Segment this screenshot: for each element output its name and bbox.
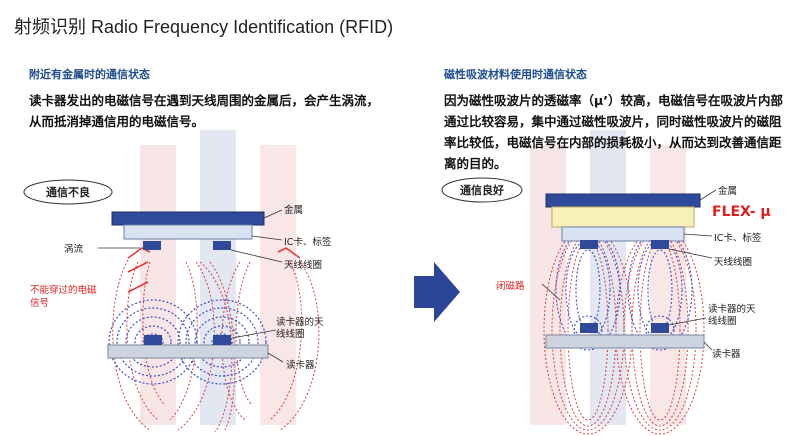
right-blue-field [555,229,693,351]
transition-arrow [414,262,460,322]
left-antenna-coil-2 [213,241,231,250]
left-label-reader-antenna: 读卡器的天线线圈 [276,317,324,340]
right-label-ic-card: IC卡、标签 [714,233,762,244]
left-heading: 附近有金属时的通信状态 [29,68,150,81]
left-antenna-coil-1 [143,241,161,250]
right-badge: 通信良好 [460,184,504,197]
right-heading: 磁性吸波材料使用时通信状态 [444,68,587,81]
right-reader-coil-2 [651,323,669,333]
left-badge-outline [23,179,113,205]
left-label-ic-card: IC卡、标签 [284,237,332,248]
right-antenna-coil-2 [651,240,669,249]
left-description: 读卡器发出的电磁信号在遇到天线周围的金属后，会产生涡流，从而抵消掉通信用的电磁信… [29,93,380,129]
right-label-antenna: 天线线圈 [714,257,753,268]
left-label-antenna: 天线线圈 [284,260,323,271]
watermark [140,130,686,425]
right-label-flex: FLEX- μ [712,204,771,220]
left-red-arrows [127,247,301,293]
right-reader-coil-1 [580,323,598,333]
left-badge: 通信不良 [46,186,90,199]
right-leader-lines [541,189,717,351]
left-ic-card [123,224,253,240]
left-label-reader: 读卡器 [286,360,315,371]
left-metal-plate [111,211,265,226]
left-blue-field [108,299,267,385]
left-leader-lines [98,209,284,363]
page-title: 射频识别 Radio Frequency Identification (RFI… [14,17,394,37]
left-reader-board [107,344,269,359]
right-description: 因为磁性吸波片的透磁率（μ’）较高，电磁信号在吸波片内部通过比较容易，集中通过磁… [444,93,783,171]
right-flex-sheet [551,206,695,228]
right-label-closed-path: 闭磁路 [496,281,525,292]
right-metal-plate [545,193,701,208]
right-badge-outline [441,177,523,203]
right-reader-board [545,334,705,349]
right-label-metal: 金属 [718,186,738,197]
right-label-reader-antenna: 读卡器的天线线圈 [708,304,756,327]
right-ic-card [561,226,685,242]
left-label-blocked: 不能穿过的电磁信号 [30,285,97,309]
left-label-metal: 金属 [284,205,304,216]
right-label-reader: 读卡器 [712,349,741,360]
left-label-eddy: 涡流 [64,244,84,255]
right-antenna-coil-1 [580,240,598,249]
left-reader-coil-2 [213,335,231,345]
left-reader-coil-1 [144,335,162,345]
